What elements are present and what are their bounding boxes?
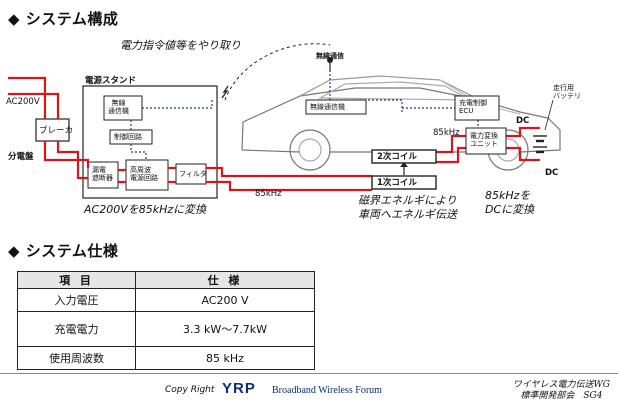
dc-convert-caption: 85kHzを DCに変換	[485, 189, 535, 216]
car-wireless-label: 無線通信機	[310, 103, 345, 111]
table-row: 充電電力 3.3 kW～7.7kW	[17, 311, 316, 347]
power-lines	[8, 76, 540, 192]
leakage-breaker-label: 漏電 遮断器	[92, 166, 113, 182]
breaker-label: ブレーカ	[39, 126, 74, 136]
power-stand-box	[82, 85, 218, 199]
wireless-arc	[224, 43, 331, 101]
filter-label: フィルタ	[179, 170, 207, 178]
signal-lines	[130, 70, 479, 160]
forum-name: Broadband Wireless Forum	[272, 385, 382, 396]
converter-label: 電力変換 ユニット	[470, 132, 498, 148]
control-circuit-label: 制御回路	[114, 133, 142, 141]
charge-ecu-label: 充電制御 ECU	[459, 99, 487, 115]
heading-spec-text: システム仕様	[25, 242, 119, 260]
magnetic-caption: 磁界エネルギにより 車両へエネルギ伝送	[358, 194, 457, 221]
convert-caption: AC200Vを85kHzに変換	[84, 203, 207, 216]
breaker-box	[35, 118, 70, 142]
copyright-label: Copy Right	[165, 385, 215, 395]
coil1-label: 1次コイル	[377, 178, 417, 188]
table-cell: AC200 V	[134, 288, 316, 312]
car-wireless-box	[305, 99, 367, 115]
system-diagram	[8, 43, 561, 199]
power-stand-label: 電源スタンド	[85, 76, 137, 86]
hf-power-label: 高周波 電源回路	[130, 166, 158, 182]
section-heading-system: ◆ システム構成	[8, 8, 118, 29]
wireless-unit-box	[103, 95, 143, 121]
freq-85-bottom: 85kHz	[255, 189, 282, 199]
table-header-row: 項 目 仕 様	[17, 271, 316, 289]
table-row: 入力電圧 AC200 V	[17, 288, 316, 312]
signal-bolt-icon	[221, 85, 229, 99]
coil2-label: 2次コイル	[377, 152, 417, 162]
org-block: ワイヤレス電力伝送WG 標準開発部会 SG4	[513, 380, 610, 402]
ac-input-label: AC200V	[6, 97, 40, 107]
table-cell: 使用周波数	[17, 346, 136, 370]
section-heading-spec: ◆ システム仕様	[8, 240, 118, 261]
panel-label: 分電盤	[8, 152, 34, 162]
wireless-comm-label: 無線通信	[316, 52, 344, 60]
org-line1: ワイヤレス電力伝送WG	[512, 380, 610, 390]
table-header-spec: 仕 様	[134, 271, 316, 289]
charge-ecu-box	[454, 95, 500, 121]
yrp-logo: YRP	[222, 380, 256, 397]
table-cell: 3.3 kW～7.7kW	[134, 311, 316, 347]
table-cell: 入力電圧	[17, 288, 136, 312]
wireless-unit-label: 無線 通信機	[108, 99, 129, 115]
bullet-icon: ◆	[8, 10, 21, 28]
dc-bottom-label: DC	[545, 168, 559, 178]
battery-label: 走行用 バッテリ	[553, 84, 581, 100]
table-cell: 85 kHz	[134, 346, 316, 370]
table-cell: 充電電力	[17, 311, 136, 347]
filter-box	[175, 163, 207, 185]
converter-box	[465, 127, 507, 155]
spec-table: 項 目 仕 様 入力電圧 AC200 V 充電電力 3.3 kW～7.7kW 使…	[17, 271, 316, 370]
transfer-arrow-head	[400, 162, 408, 167]
hf-power-box	[125, 159, 169, 191]
leakage-breaker-box	[87, 161, 119, 189]
bullet-icon: ◆	[8, 242, 21, 260]
table-row: 使用周波数 85 kHz	[17, 346, 316, 370]
dc-top-label: DC	[516, 116, 530, 126]
freq-85-car: 85kHz	[433, 128, 460, 138]
coil1-box	[371, 175, 437, 190]
top-caption: 電力指令値等をやり取り	[120, 39, 241, 52]
battery-icon	[533, 135, 547, 154]
org-line2: 標準開発部会 SG4	[520, 391, 603, 401]
table-header-item: 項 目	[17, 271, 136, 289]
footer-divider	[0, 373, 618, 374]
heading-system-text: システム構成	[25, 10, 119, 28]
